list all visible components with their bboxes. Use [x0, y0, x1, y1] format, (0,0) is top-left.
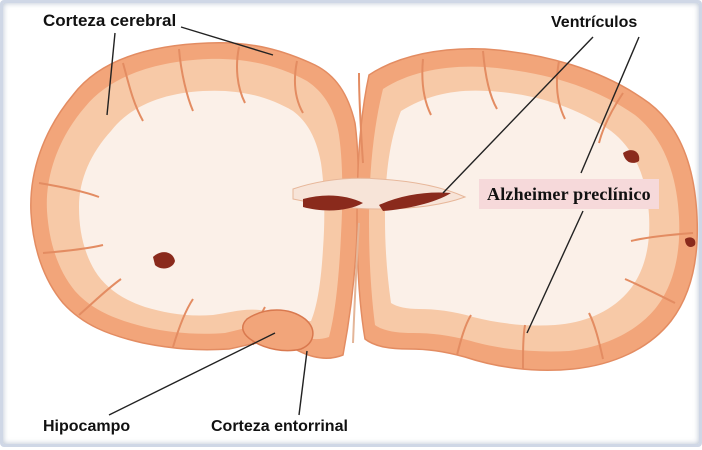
- right-hemisphere: [357, 49, 697, 371]
- hippocampus-label: Hipocampo: [43, 417, 130, 437]
- preclinical-alzheimer-label: Alzheimer preclínico: [479, 179, 659, 209]
- brain-coronal-section: [3, 3, 702, 450]
- cortex-label: Corteza cerebral: [43, 11, 176, 31]
- leader-entorhinal: [299, 351, 307, 415]
- ventricles-label: Ventrículos: [551, 13, 637, 33]
- entorhinal-cortex-label: Corteza entorrinal: [211, 417, 348, 437]
